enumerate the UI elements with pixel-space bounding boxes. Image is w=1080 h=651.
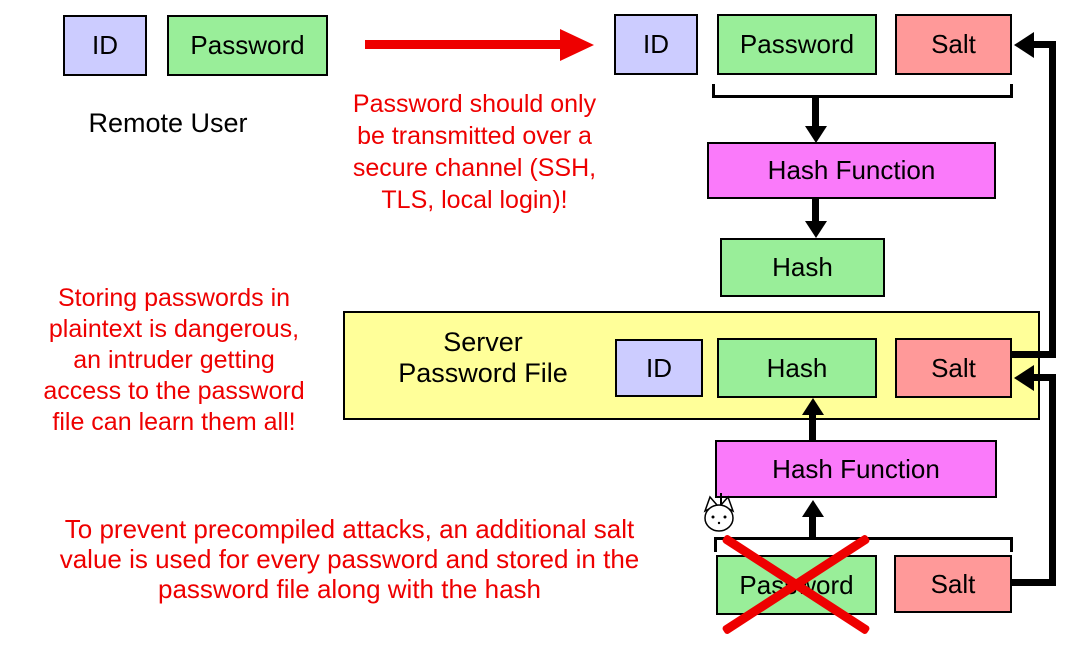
note-line: plaintext is dangerous, (48, 315, 300, 343)
hash-result-label: Hash (772, 252, 833, 282)
note-plaintext-danger: Storing passwords in plaintext is danger… (0, 283, 348, 438)
remote-id-box: ID (63, 15, 147, 76)
note-line: TLS, local login)! (381, 186, 568, 214)
arrow-store-hash-shaft (809, 412, 816, 440)
note-line: password file along with the hash (157, 574, 541, 604)
arrow-inputs-to-hash-shaft (809, 514, 816, 538)
remote-password-label: Password (190, 30, 305, 60)
login-password-box: Password (717, 14, 877, 75)
file-id-label: ID (646, 352, 672, 383)
file-hash-label: Hash (766, 352, 828, 383)
salt-retrieve-connector-vertical (1049, 41, 1056, 358)
note-line: value is used for every password and sto… (59, 544, 640, 574)
remote-password-box: Password (167, 15, 328, 76)
salt-retrieve-connector-head (1014, 32, 1034, 58)
remote-id-label: ID (92, 30, 118, 60)
hash-result-box: Hash (720, 238, 885, 297)
salt-store-connector-top (1030, 374, 1056, 381)
server-file-label-line1: Server (443, 327, 523, 357)
note-salt-purpose: To prevent precompiled attacks, an addit… (12, 514, 687, 604)
file-hash-box: Hash (717, 338, 877, 398)
remote-user-label: Remote User (88, 108, 248, 138)
file-id-box: ID (615, 339, 703, 397)
new-salt-box: Salt (894, 555, 1012, 613)
note-secure-channel: Password should only be transmitted over… (322, 88, 627, 216)
arrow-to-hash-function-top-head (805, 126, 827, 143)
login-salt-box: Salt (895, 14, 1012, 75)
login-id-box: ID (614, 14, 698, 75)
note-line: Password should only (352, 90, 597, 118)
arrow-store-hash-head (802, 398, 824, 415)
note-line: secure channel (SSH, (352, 154, 597, 182)
salt-store-connector-bottom (1012, 579, 1056, 586)
hash-function-bottom-box: Hash Function (715, 440, 997, 498)
note-line: an intruder getting (73, 346, 275, 374)
login-salt-label: Salt (931, 29, 976, 59)
transmission-arrow-shaft (365, 40, 567, 49)
salt-store-connector-head (1014, 365, 1034, 391)
transmission-arrow-head (560, 29, 594, 61)
file-salt-box: Salt (895, 338, 1012, 398)
note-line: Storing passwords in (57, 284, 291, 312)
file-salt-label: Salt (931, 352, 976, 383)
salt-retrieve-connector-top (1030, 41, 1056, 48)
login-password-label: Password (739, 29, 855, 59)
bracket-tick-left (712, 84, 715, 98)
bracket-tick-right (1010, 537, 1013, 552)
arrow-inputs-to-hash-head (802, 500, 824, 517)
salt-store-connector-vertical (1049, 374, 1056, 586)
note-line: To prevent precompiled attacks, an addit… (64, 514, 635, 544)
bracket-tick-right (1010, 84, 1013, 98)
bracket-tick-left (714, 537, 717, 552)
note-line: be transmitted over a (357, 122, 592, 150)
arrow-to-hash-result-head (805, 221, 827, 238)
login-id-label: ID (643, 29, 669, 59)
server-file-label: Server Password File (353, 327, 613, 389)
input-bracket-top (712, 95, 1013, 98)
hash-function-top-box: Hash Function (707, 142, 996, 199)
arrow-to-hash-function-top-shaft (812, 98, 819, 129)
note-line: file can learn them all! (52, 408, 296, 436)
server-file-label-line2: Password File (398, 358, 568, 388)
cat-cursor-icon (703, 493, 735, 532)
note-line: access to the password (43, 377, 305, 405)
hash-function-top-label: Hash Function (767, 155, 936, 185)
new-salt-label: Salt (930, 568, 976, 599)
arrow-to-hash-result-shaft (812, 198, 819, 223)
hash-function-bottom-label: Hash Function (772, 453, 940, 484)
salt-retrieve-connector-bottom (1012, 351, 1056, 358)
